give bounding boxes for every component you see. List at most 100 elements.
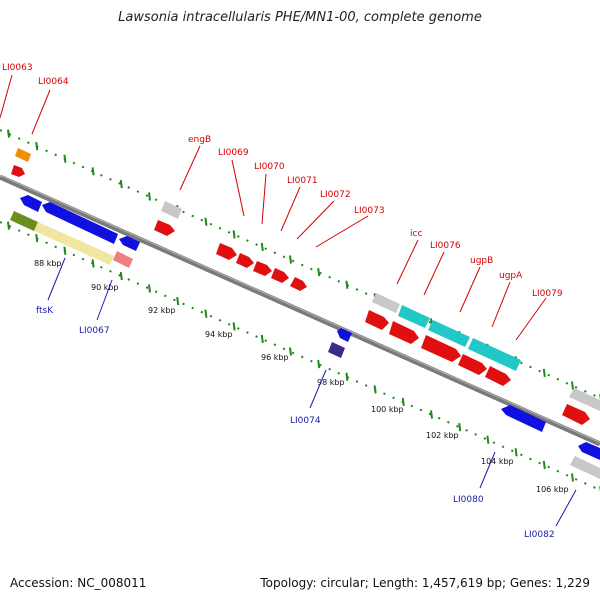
scale-label-94: 94 kbp <box>205 330 233 339</box>
label-li0072[interactable]: LI0072 <box>320 190 351 200</box>
leader-ugpb <box>459 266 481 313</box>
gene-icc[interactable] <box>365 310 389 330</box>
gene-engb-grey[interactable] <box>161 201 182 219</box>
gene-li0070[interactable] <box>236 253 254 268</box>
outer-tick-mark <box>289 255 292 264</box>
label-li0082[interactable]: LI0082 <box>524 530 555 540</box>
gene-li0074[interactable] <box>328 342 345 358</box>
label-li0073[interactable]: LI0073 <box>354 206 385 216</box>
gene-blue-small-3[interactable] <box>337 328 352 342</box>
leader-li0064 <box>31 89 51 135</box>
gene-li0080[interactable] <box>501 405 546 432</box>
scale-label-106: 106 kbp <box>536 485 569 494</box>
reverse-labels: ftsK LI0067 LI0074 LI0080 LI0082 <box>36 257 577 540</box>
gene-ugpb[interactable] <box>421 335 461 362</box>
gene-li0067[interactable] <box>113 251 133 268</box>
gene-ftsk[interactable] <box>34 222 114 265</box>
scale-label-104: 104 kbp <box>481 457 514 466</box>
label-li0069[interactable]: LI0069 <box>218 148 249 158</box>
inner-tick-mark <box>373 385 377 394</box>
forward-labels: LI0063 LI0064 engB LI0069 LI0070 LI0071 … <box>0 63 563 341</box>
inner-tick-mark <box>571 473 574 482</box>
label-ftsk[interactable]: ftsK <box>36 306 54 316</box>
leader-li0079 <box>515 297 547 341</box>
inner-tick-mark <box>204 309 208 318</box>
label-li0064[interactable]: LI0064 <box>38 77 69 87</box>
gene-li0063[interactable] <box>15 148 31 162</box>
forward-genes <box>11 148 600 425</box>
inner-tick-mark <box>176 297 180 306</box>
accession-text: Accession: NC_008011 <box>10 576 147 590</box>
label-li0070[interactable]: LI0070 <box>254 162 285 172</box>
gene-ftsk-green[interactable] <box>10 211 38 231</box>
leader-li0076 <box>423 251 445 296</box>
label-engb[interactable]: engB <box>188 135 211 145</box>
gene-blue-small-2[interactable] <box>119 236 140 251</box>
inner-tick-mark <box>486 435 490 444</box>
gene-li0079[interactable] <box>485 366 511 386</box>
gene-engb[interactable] <box>154 220 175 236</box>
genome-backbone <box>0 174 600 447</box>
scale-label-98: 98 kbp <box>317 378 345 387</box>
inner-tick-mark <box>7 221 10 230</box>
gene-edge-grey[interactable] <box>569 388 600 411</box>
gene-li0064[interactable] <box>11 165 25 177</box>
inner-tick-mark <box>514 448 518 457</box>
leader-li0067 <box>96 279 113 321</box>
outer-tick-mark <box>204 217 208 226</box>
outer-tick-mark <box>148 192 151 201</box>
inner-tick-mark <box>542 460 546 470</box>
inner-tick-mark <box>289 347 292 356</box>
inner-tick-mark <box>458 422 462 432</box>
gene-ugpb-cyan[interactable] <box>428 320 470 347</box>
gene-edge-red[interactable] <box>562 404 590 425</box>
outer-tick-mark <box>63 154 67 163</box>
outer-tick-mark <box>317 268 321 277</box>
inner-tick-mark <box>317 360 321 369</box>
gene-li0076[interactable] <box>389 321 419 344</box>
scale-label-96: 96 kbp <box>261 353 289 362</box>
outer-tick-mark <box>260 242 264 252</box>
leader-li0063 <box>0 74 13 119</box>
leader-ugpa <box>491 281 511 328</box>
scale-label-88: 88 kbp <box>34 259 62 268</box>
map-title: Lawsonia intracellularis PHE/MN1-00, com… <box>118 10 482 25</box>
inner-tick-mark <box>119 271 123 281</box>
outer-tick-mark <box>35 142 39 151</box>
inner-tick-group <box>7 221 600 493</box>
outer-tick-mark <box>345 280 349 289</box>
gene-li0069[interactable] <box>216 243 237 260</box>
gene-li0072[interactable] <box>271 268 289 283</box>
label-li0074[interactable]: LI0074 <box>290 416 321 426</box>
gene-ftsk-blue[interactable] <box>42 202 118 244</box>
gene-blue-small-1[interactable] <box>20 195 42 212</box>
gene-ugpa-cyan[interactable] <box>468 338 521 371</box>
gene-li0073[interactable] <box>290 277 307 291</box>
leader-li0071 <box>280 186 301 232</box>
leader-li0073 <box>315 215 369 248</box>
gene-li0071[interactable] <box>253 261 272 276</box>
label-li0071[interactable]: LI0071 <box>287 176 318 186</box>
inner-tick-mark <box>260 334 264 344</box>
label-li0080[interactable]: LI0080 <box>453 495 484 505</box>
label-ugpa[interactable]: ugpA <box>499 271 523 281</box>
leader-li0072 <box>296 200 335 240</box>
gene-edge-blue[interactable] <box>578 442 600 460</box>
genome-backbone-highlight <box>0 175 600 443</box>
inner-tick-mark <box>148 284 151 293</box>
label-li0063[interactable]: LI0063 <box>2 63 33 73</box>
label-ugpb[interactable]: ugpB <box>470 256 493 266</box>
leader-li0080 <box>479 451 496 489</box>
label-li0067[interactable]: LI0067 <box>79 326 110 336</box>
gene-li0076-cyan[interactable] <box>398 305 430 328</box>
gene-ugpa[interactable] <box>458 354 487 375</box>
inner-tick-mark <box>232 322 236 331</box>
leader-li0082 <box>555 489 577 527</box>
label-li0076[interactable]: LI0076 <box>430 241 461 251</box>
scale-label-102: 102 kbp <box>426 431 459 440</box>
label-icc[interactable]: icc <box>410 229 422 239</box>
gene-li0082[interactable] <box>570 456 600 479</box>
gene-icc-grey[interactable] <box>372 293 400 313</box>
label-li0079[interactable]: LI0079 <box>532 289 563 299</box>
